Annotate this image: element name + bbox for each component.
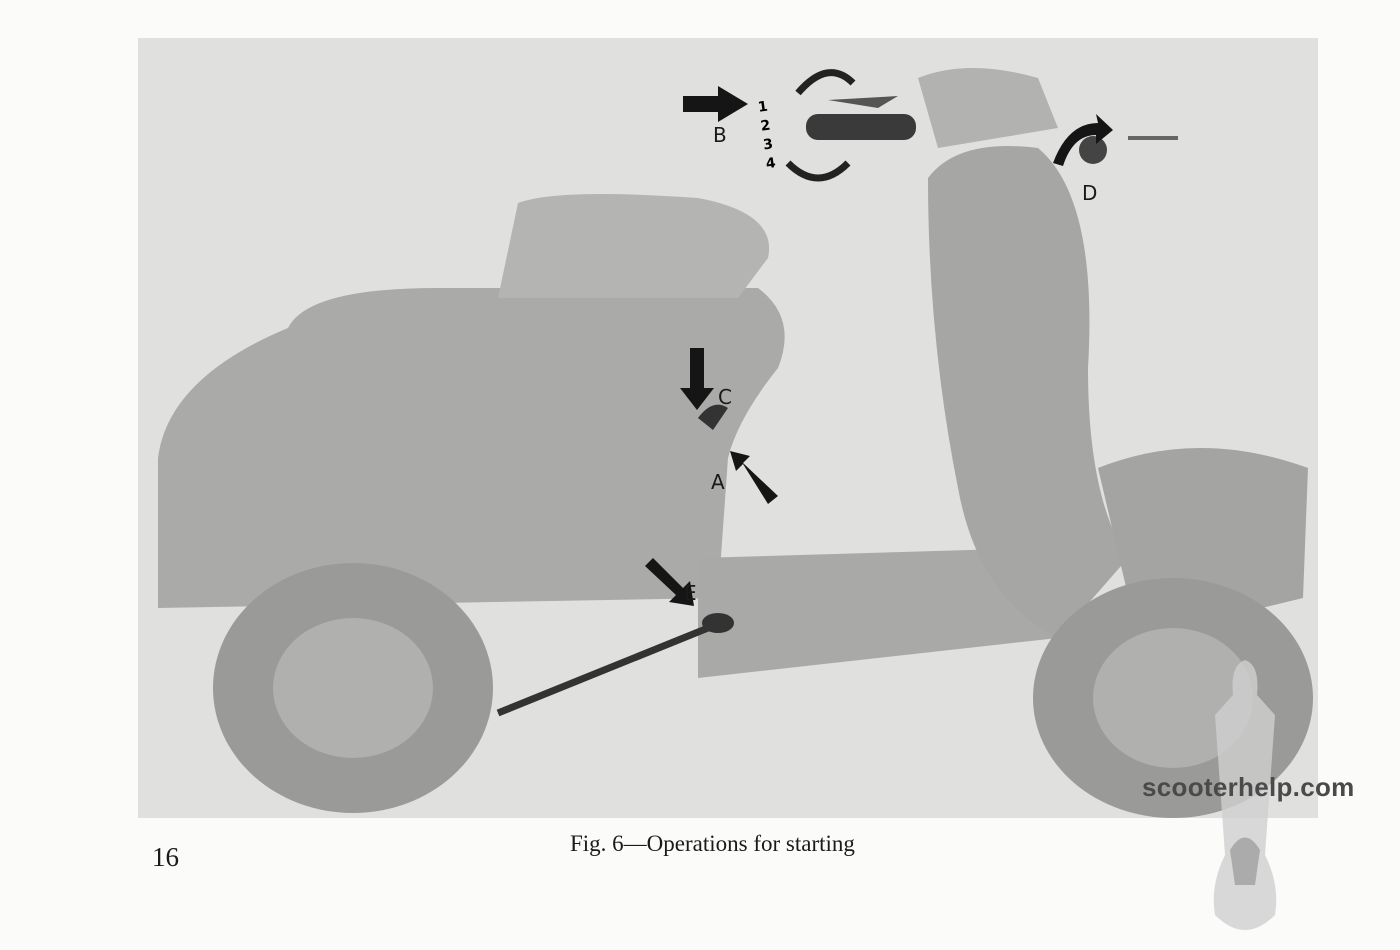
arrow-e <box>645 558 694 606</box>
gear-4: 4 <box>764 155 777 173</box>
label-a: A <box>711 470 725 494</box>
label-d: D <box>1082 181 1098 205</box>
floorboard <box>698 548 1058 678</box>
fuel-tap <box>698 404 728 430</box>
label-b: B <box>713 123 727 147</box>
rear-body <box>158 288 785 608</box>
arrow-d <box>1053 114 1113 166</box>
kickstart-lever <box>496 624 710 717</box>
figure-caption: Fig. 6—Operations for starting <box>570 831 855 856</box>
arrows <box>645 86 1113 606</box>
arrow-c <box>680 348 714 410</box>
seat <box>498 194 770 298</box>
page-number: 16 <box>152 842 179 872</box>
label-c: C <box>718 385 732 409</box>
headset <box>918 68 1058 148</box>
watermark-text: scooterhelp.com <box>1142 772 1355 802</box>
scooter-illustration <box>158 68 1313 818</box>
scooter-photo: B D C A E 1 2 3 4 <box>138 38 1318 818</box>
gear-selector-ring <box>785 69 856 182</box>
arrow-b <box>683 86 748 122</box>
arrow-a <box>730 451 778 504</box>
handlebar-grip <box>806 114 916 140</box>
knob-d <box>1079 136 1107 164</box>
leg-shield <box>928 146 1128 638</box>
label-e: E <box>684 581 697 605</box>
scooter-logo-watermark <box>1213 660 1277 930</box>
